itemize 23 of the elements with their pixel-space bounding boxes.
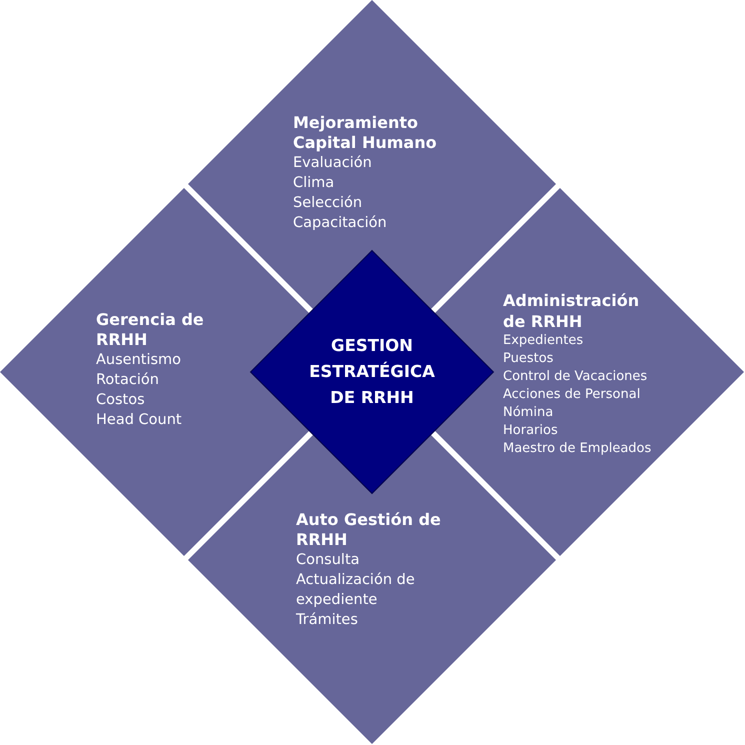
panel-heading: Gerencia de RRHH (96, 310, 205, 350)
list-item: Puestos (503, 350, 554, 368)
list-item: Control de Vacaciones (503, 368, 648, 386)
list-item: Costos (96, 391, 145, 410)
list-item: Capacitación (293, 214, 387, 233)
list-item: Expedientes (503, 332, 584, 350)
panel-heading: Auto Gestión de RRHH (296, 510, 442, 550)
list-item: Horarios (503, 422, 558, 440)
list-item: Head Count (96, 411, 182, 430)
list-item: Selección (293, 194, 362, 213)
list-item: Trámites (296, 611, 358, 630)
list-item: Acciones de Personal (503, 386, 640, 404)
list-item: Ausentismo (96, 351, 182, 370)
list-item: Evaluación (293, 154, 372, 173)
list-item: Consulta (296, 551, 360, 570)
list-item: Actualización de expediente (296, 571, 416, 610)
panel-heading: Mejoramiento Capital Humano (293, 113, 438, 153)
list-item: Rotación (96, 371, 159, 390)
panel-heading: Administración de RRHH (503, 290, 640, 332)
list-item: Nómina (503, 404, 554, 422)
center-title: GESTION ESTRATÉGICA DE RRHH (308, 335, 436, 409)
list-item: Clima (293, 174, 334, 193)
list-item: Maestro de Empleados (503, 440, 652, 458)
